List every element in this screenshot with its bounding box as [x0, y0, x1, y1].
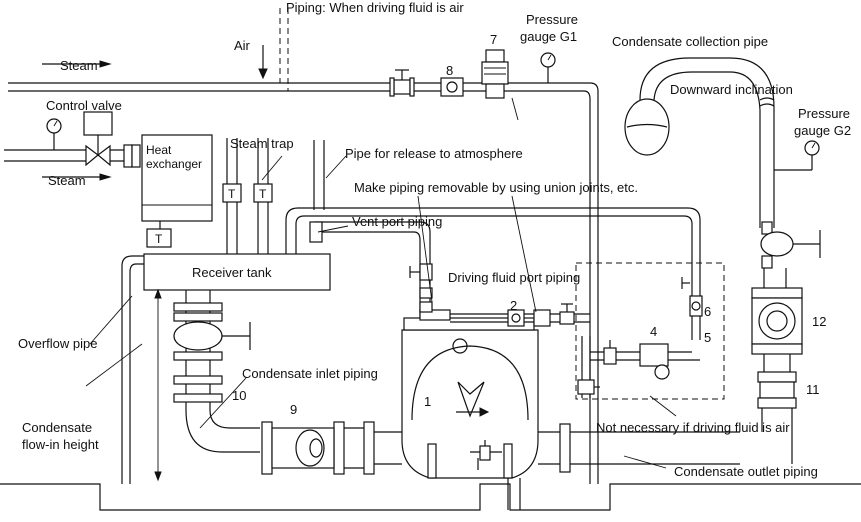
label-not-necessary: Not necessary if driving fluid is air [596, 420, 790, 435]
label-receiver-tank: Receiver tank [192, 265, 272, 280]
label-driving-fluid-port: Driving fluid port piping [448, 270, 580, 285]
label-pressure-g1-line1: Pressure [526, 12, 578, 27]
number-5: 5 [704, 330, 711, 345]
label-condensate-inlet: Condensate inlet piping [242, 366, 378, 381]
label-control-valve: Control valve [46, 98, 122, 113]
label-pressure-g2-line1: Pressure [798, 106, 850, 121]
label-pressure-g1-line2: gauge G1 [520, 29, 577, 44]
label-union-joints: Make piping removable by using union joi… [354, 180, 638, 195]
number-9: 9 [290, 402, 297, 417]
number-10: 10 [232, 388, 246, 403]
strainer-8 [440, 77, 464, 97]
label-steam-trap: Steam trap [230, 136, 294, 151]
number-2: 2 [510, 298, 517, 313]
label-trap-letter-2: T [228, 187, 236, 201]
label-heat-exchanger-line1: Heat [146, 143, 172, 157]
steam-traps [222, 138, 273, 256]
number-6: 6 [704, 304, 711, 319]
number-1: 1 [424, 394, 431, 409]
label-condensate-flowin-line1: Condensate [22, 420, 92, 435]
label-trap-letter-3: T [259, 187, 267, 201]
number-12: 12 [812, 314, 826, 329]
check-valve-9 [261, 421, 402, 475]
label-release-atmosphere: Pipe for release to atmosphere [345, 146, 523, 161]
flow-in-height-dimension [154, 288, 162, 482]
pressure-regulator-7 [481, 49, 509, 99]
number-8: 8 [446, 63, 453, 78]
label-vent-port: Vent port piping [352, 214, 442, 229]
overflow-pipe [121, 255, 144, 484]
condensate-inlet-vertical [173, 290, 260, 453]
condensate-outlet-pipe [507, 423, 740, 510]
pressure-gauge-g2-icon [774, 140, 820, 171]
label-overflow-pipe: Overflow pipe [18, 336, 97, 351]
air-not-necessary-box [575, 262, 725, 400]
leader-lines [85, 97, 677, 469]
pressure-gauge-g1-icon [540, 52, 556, 83]
label-steam-top: Steam [60, 58, 98, 73]
number-4: 4 [650, 324, 657, 339]
label-heat-exchanger-line2: exchanger [146, 157, 202, 171]
label-pressure-g2-line2: gauge G2 [794, 123, 851, 138]
label-trap-letter-1: T [155, 232, 163, 246]
condensate-collection-pipe [624, 57, 775, 228]
label-collection-pipe: Condensate collection pipe [612, 34, 768, 49]
control-valve-gauge-icon [46, 118, 62, 150]
number-7: 7 [490, 32, 497, 47]
receiver-tank [143, 253, 331, 291]
label-condensate-flowin-line2: flow-in height [22, 437, 99, 452]
pump-body-1 [401, 309, 539, 479]
label-downward: Downward inclination [670, 82, 793, 97]
heat-exchanger [141, 134, 213, 248]
release-pipe [313, 140, 347, 210]
steam-main-valve [389, 69, 415, 97]
floor-outline [0, 483, 861, 511]
left-steam-line [4, 111, 141, 181]
component-numbers: 1 2 4 5 6 7 8 9 10 11 12 [232, 32, 826, 417]
check-valve-11 [757, 354, 797, 464]
label-air: Air [234, 38, 251, 53]
air-pipe [258, 8, 289, 91]
label-piping-air: Piping: When driving fluid is air [286, 0, 464, 15]
label-steam-left: Steam [48, 173, 86, 188]
vent-piping-loop [285, 207, 701, 340]
text-labels: Piping: When driving fluid is air Air St… [18, 0, 851, 479]
sight-glass-12 [751, 287, 803, 355]
number-11: 11 [806, 382, 820, 397]
collection-gate-valve [760, 221, 821, 288]
driving-fluid-piping [409, 263, 590, 327]
label-condensate-outlet: Condensate outlet piping [674, 464, 818, 479]
